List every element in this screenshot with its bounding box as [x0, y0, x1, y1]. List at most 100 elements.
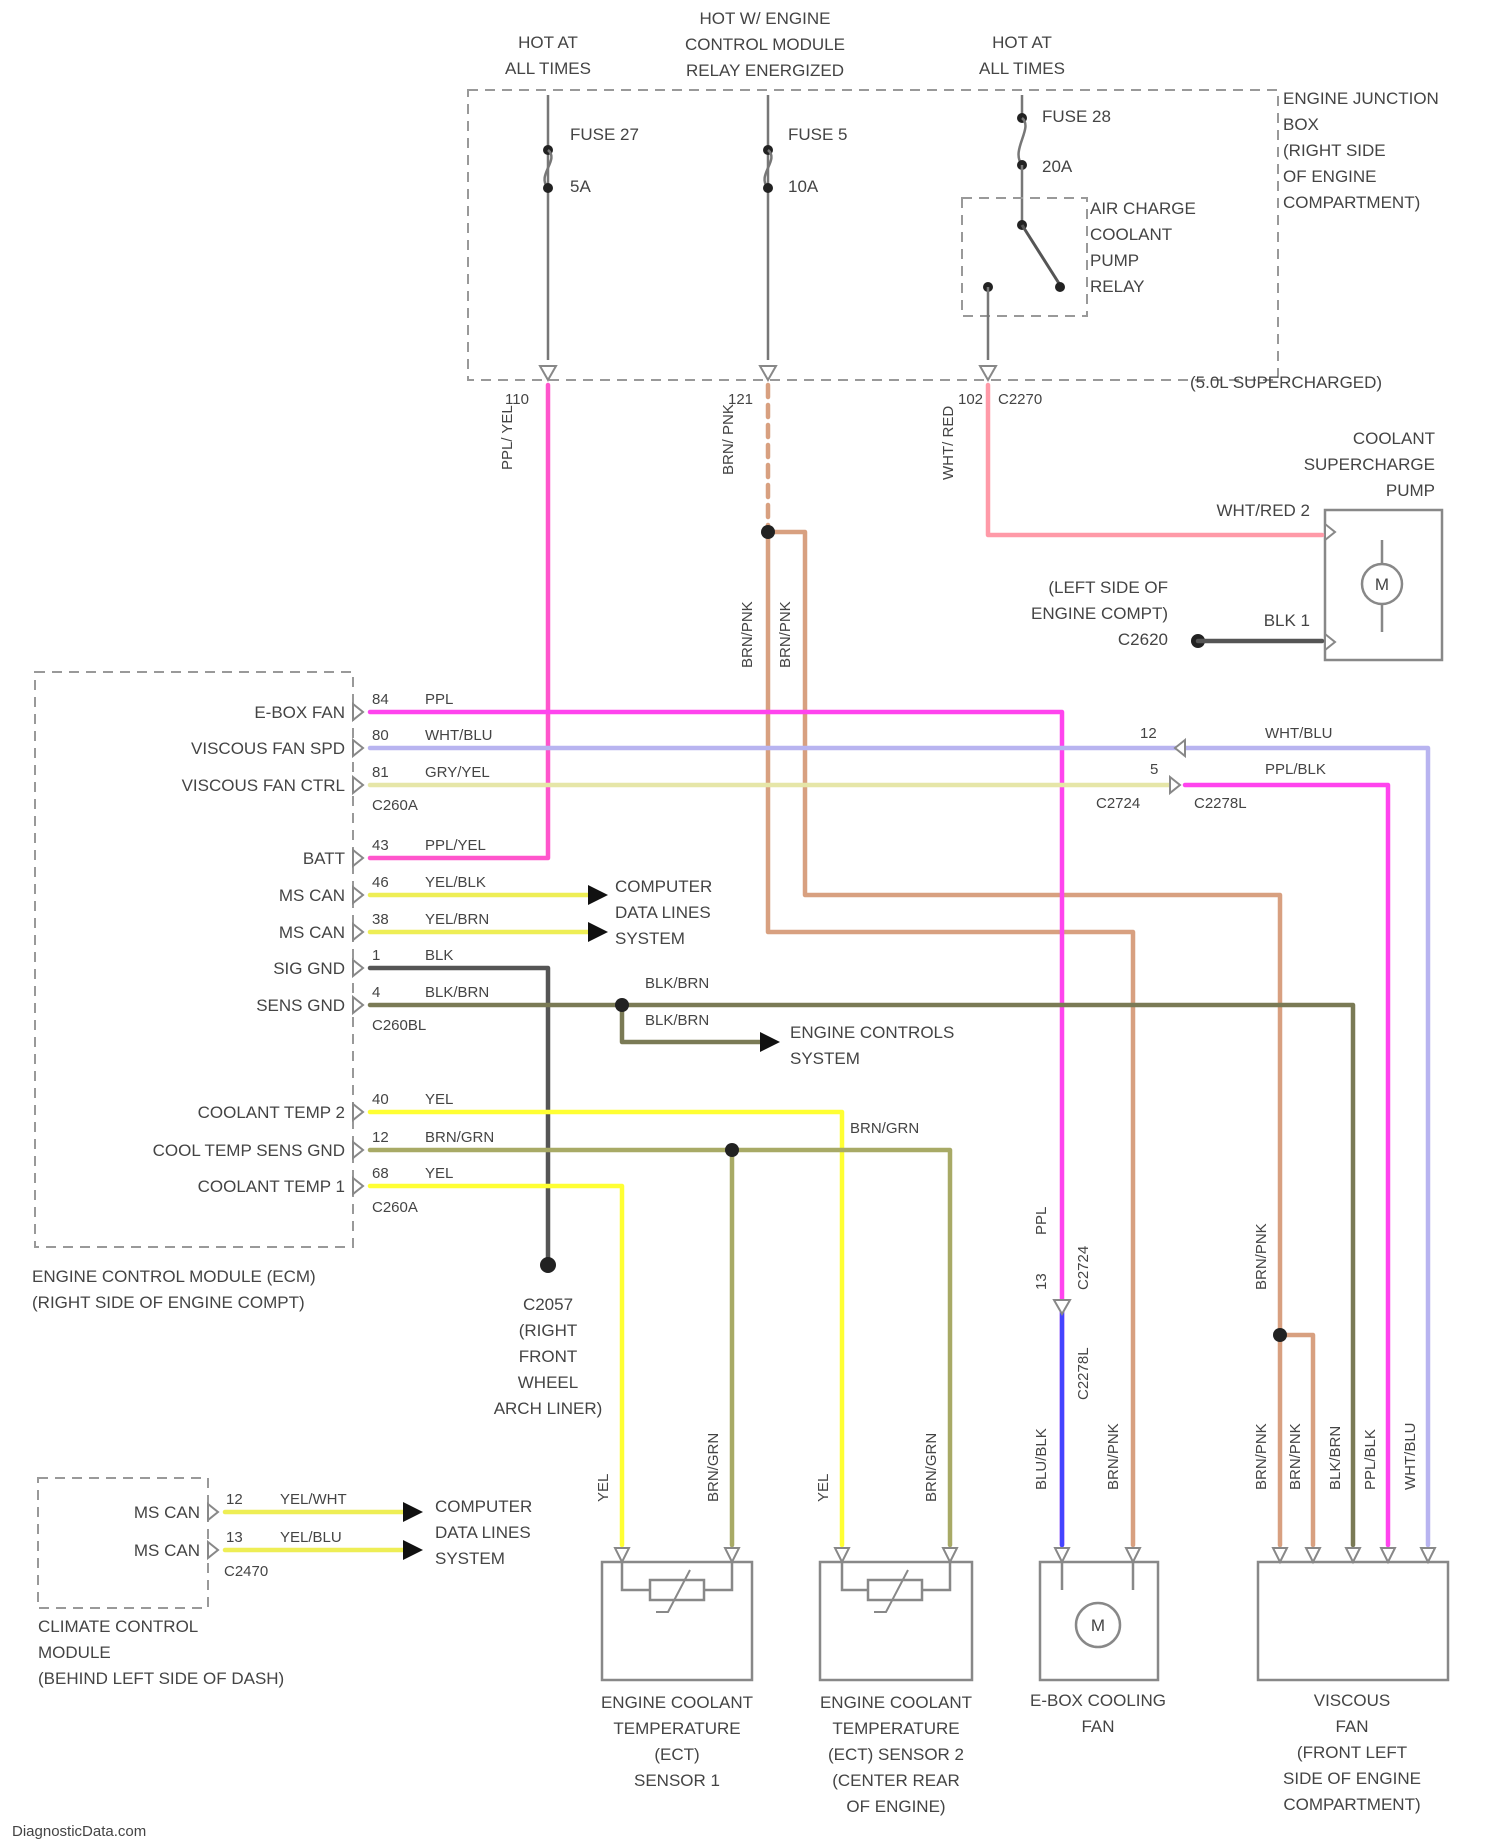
ecm-pin-label: SENS GND: [256, 996, 345, 1015]
svg-text:FAN: FAN: [1081, 1717, 1114, 1736]
ecm-pin-terminal: [353, 997, 363, 1013]
ecm-pin-terminal: [353, 960, 363, 976]
svg-text:(FRONT LEFT: (FRONT LEFT: [1297, 1743, 1407, 1762]
ecm-pin-list: E-BOX FAN84PPLVISCOUS FAN SPD80WHT/BLUVI…: [153, 691, 495, 1196]
ecm-title: ENGINE CONTROL MODULE (ECM) (RIGHT SIDE …: [32, 1267, 316, 1312]
svg-text:VISCOUS: VISCOUS: [1314, 1691, 1391, 1710]
component-pin: [1306, 1548, 1320, 1562]
fuse-27-name: FUSE 27: [570, 125, 639, 144]
jb-connector-pins: [540, 366, 996, 380]
arrow-cdl2-b: [403, 1540, 423, 1560]
fuse-27-amp: 5A: [570, 177, 591, 196]
ecm-pin-wire-color: YEL: [425, 1165, 453, 1182]
junction-note: (5.0L SUPERCHARGED): [1190, 373, 1382, 392]
svg-text:TEMPERATURE: TEMPERATURE: [613, 1719, 740, 1738]
ecm-pin-terminal: [353, 924, 363, 940]
ecm-pin-wire-color: YEL/BRN: [425, 911, 489, 928]
component-pin: [835, 1548, 849, 1562]
component-pin: [943, 1548, 957, 1562]
ccm-pin-wire-color: YEL/WHT: [280, 1491, 347, 1508]
jb-conn-c2270: C2270: [998, 391, 1042, 408]
svg-text:(LEFT SIDE OF: (LEFT SIDE OF: [1048, 578, 1168, 597]
ccm-conn: C2470: [224, 1563, 268, 1580]
svg-text:PUMP: PUMP: [1386, 481, 1435, 500]
ebox-wire-brnpnk: BRN/PNK: [1105, 1423, 1122, 1490]
footer-watermark: DiagnosticData.com: [12, 1823, 146, 1840]
computer-data-lines-1: COMPUTER DATA LINES SYSTEM: [615, 877, 712, 948]
ecm-pin-number: 1: [372, 947, 380, 964]
ccm-pin-number: 13: [226, 1529, 243, 1546]
engine-controls-system: ENGINE CONTROLS SYSTEM: [790, 1023, 954, 1068]
svg-text:OF ENGINE: OF ENGINE: [1283, 167, 1377, 186]
pump-pin2-label: WHT/RED 2: [1217, 501, 1311, 520]
svg-text:(BEHIND LEFT SIDE OF DASH): (BEHIND LEFT SIDE OF DASH): [38, 1669, 284, 1688]
wire-blk-sig-gnd: [370, 968, 548, 1262]
viscous-fan-wire-label: BLK/BRN: [1327, 1426, 1344, 1490]
ecm-pin-label: BATT: [303, 849, 345, 868]
svg-text:(ECT): (ECT): [654, 1745, 699, 1764]
arrow-cdl1-a: [588, 885, 608, 905]
ccm-pin-label: MS CAN: [134, 1503, 200, 1522]
splice-label-brnpnk-b: BRN/PNK: [777, 601, 794, 668]
svg-text:RELAY: RELAY: [1090, 277, 1145, 296]
viscous-fan: [1258, 1562, 1448, 1680]
svg-text:M: M: [1091, 1616, 1105, 1635]
vc-pin-5: 5: [1150, 761, 1158, 778]
ecm-pin-wire-color: WHT/BLU: [425, 727, 493, 744]
sensgnd-label-a: BLK/BRN: [645, 975, 709, 992]
svg-text:M: M: [1375, 575, 1389, 594]
svg-text:BOX: BOX: [1283, 115, 1319, 134]
ebox-conn-c2724: C2724: [1075, 1246, 1092, 1290]
pump-pin1-label: BLK 1: [1264, 611, 1310, 630]
ecm-pin-label: COOLANT TEMP 1: [198, 1177, 345, 1196]
svg-text:ALL TIMES: ALL TIMES: [505, 59, 591, 78]
source-hot-at-all-times-1: HOT AT ALL TIMES: [505, 33, 591, 78]
viscous-fan-wire-label: BRN/PNK: [1253, 1423, 1270, 1490]
svg-text:ARCH LINER): ARCH LINER): [494, 1399, 603, 1418]
svg-text:WHEEL: WHEEL: [518, 1373, 578, 1392]
svg-text:COMPARTMENT): COMPARTMENT): [1283, 193, 1420, 212]
relay-label: AIR CHARGE COOLANT PUMP RELAY: [1090, 199, 1196, 296]
ccm-pin-number: 12: [226, 1491, 243, 1508]
ebox-title: E-BOX COOLING FAN: [1030, 1691, 1166, 1736]
svg-text:ENGINE COMPT): ENGINE COMPT): [1031, 604, 1168, 623]
relay-outline: [962, 198, 1087, 316]
svg-text:ALL TIMES: ALL TIMES: [979, 59, 1065, 78]
svg-text:ENGINE COOLANT: ENGINE COOLANT: [820, 1693, 972, 1712]
svg-text:FRONT: FRONT: [519, 1347, 578, 1366]
ecm-conn-c260a-2: C260A: [372, 1199, 418, 1216]
ecm-pin-wire-color: YEL/BLK: [425, 874, 486, 891]
ecm-pin-number: 80: [372, 727, 389, 744]
svg-text:OF ENGINE): OF ENGINE): [846, 1797, 945, 1816]
vc-conn-c2278l: C2278L: [1194, 795, 1247, 812]
splice-brn-pnk: [761, 525, 775, 539]
relay-switch-icon: [983, 220, 1065, 360]
viscous-fan-wire-label: PPL/BLK: [1362, 1429, 1379, 1490]
svg-text:E-BOX COOLING: E-BOX COOLING: [1030, 1691, 1166, 1710]
pump-title: COOLANT SUPERCHARGE PUMP: [1304, 429, 1435, 500]
fuse-5-name: FUSE 5: [788, 125, 848, 144]
fuse-5-icon: [763, 145, 773, 193]
ccm-pin-wire-color: YEL/BLU: [280, 1529, 342, 1546]
ecm-pin-number: 38: [372, 911, 389, 928]
vc-conn-c2724: C2724: [1096, 795, 1140, 812]
svg-text:COMPUTER: COMPUTER: [435, 1497, 532, 1516]
arrow-cdl1-b: [588, 922, 608, 942]
svg-text:HOT AT: HOT AT: [518, 33, 578, 52]
svg-text:SIDE OF ENGINE: SIDE OF ENGINE: [1283, 1769, 1421, 1788]
svg-text:SYSTEM: SYSTEM: [790, 1049, 860, 1068]
arrow-ecs: [760, 1032, 780, 1052]
fuse-27-icon: [543, 145, 553, 193]
svg-text:(RIGHT SIDE OF ENGINE COMPT): (RIGHT SIDE OF ENGINE COMPT): [32, 1293, 305, 1312]
svg-text:SYSTEM: SYSTEM: [615, 929, 685, 948]
svg-text:DATA LINES: DATA LINES: [615, 903, 711, 922]
ebox-pin-13: 13: [1033, 1273, 1050, 1290]
ect1-wire-yel: YEL: [595, 1474, 612, 1502]
ecm-pin-wire-color: BLK/BRN: [425, 984, 489, 1001]
ecm-pin-label: MS CAN: [279, 923, 345, 942]
svg-text:HOT W/ ENGINE: HOT W/ ENGINE: [700, 9, 831, 28]
ebox-wire-blublk: BLU/BLK: [1033, 1428, 1050, 1490]
svg-text:COMPUTER: COMPUTER: [615, 877, 712, 896]
ecm-pin-label: SIG GND: [273, 959, 345, 978]
